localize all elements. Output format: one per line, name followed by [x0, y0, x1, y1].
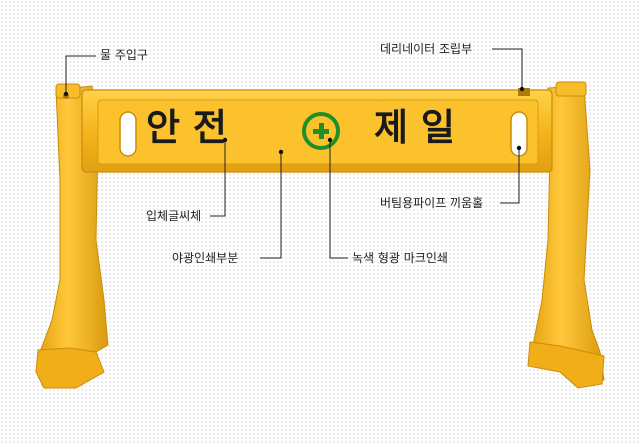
sign-text-left: 안 전 [146, 106, 227, 149]
water-inlet-hole [63, 93, 69, 99]
label-delineator-mount: 데리네이터 조립부 [380, 42, 473, 56]
label-pipe-hole: 버팀용파이프 끼움홀 [380, 196, 484, 210]
sign-text-right: 제 일 [374, 106, 455, 149]
left-foot [35, 347, 105, 389]
label-water-inlet: 물 주입구 [100, 48, 148, 62]
label-luminous-print: 야광인쇄부분 [172, 251, 239, 265]
green-cross-icon [302, 112, 340, 150]
label-green-mark: 녹색 형광 마크인쇄 [352, 251, 448, 265]
right-post-top [555, 81, 587, 97]
delineator-mount [518, 88, 530, 96]
right-slot [510, 111, 528, 157]
label-3d-font: 입체글씨체 [146, 209, 202, 223]
right-foot [527, 341, 605, 389]
left-slot [119, 111, 137, 157]
